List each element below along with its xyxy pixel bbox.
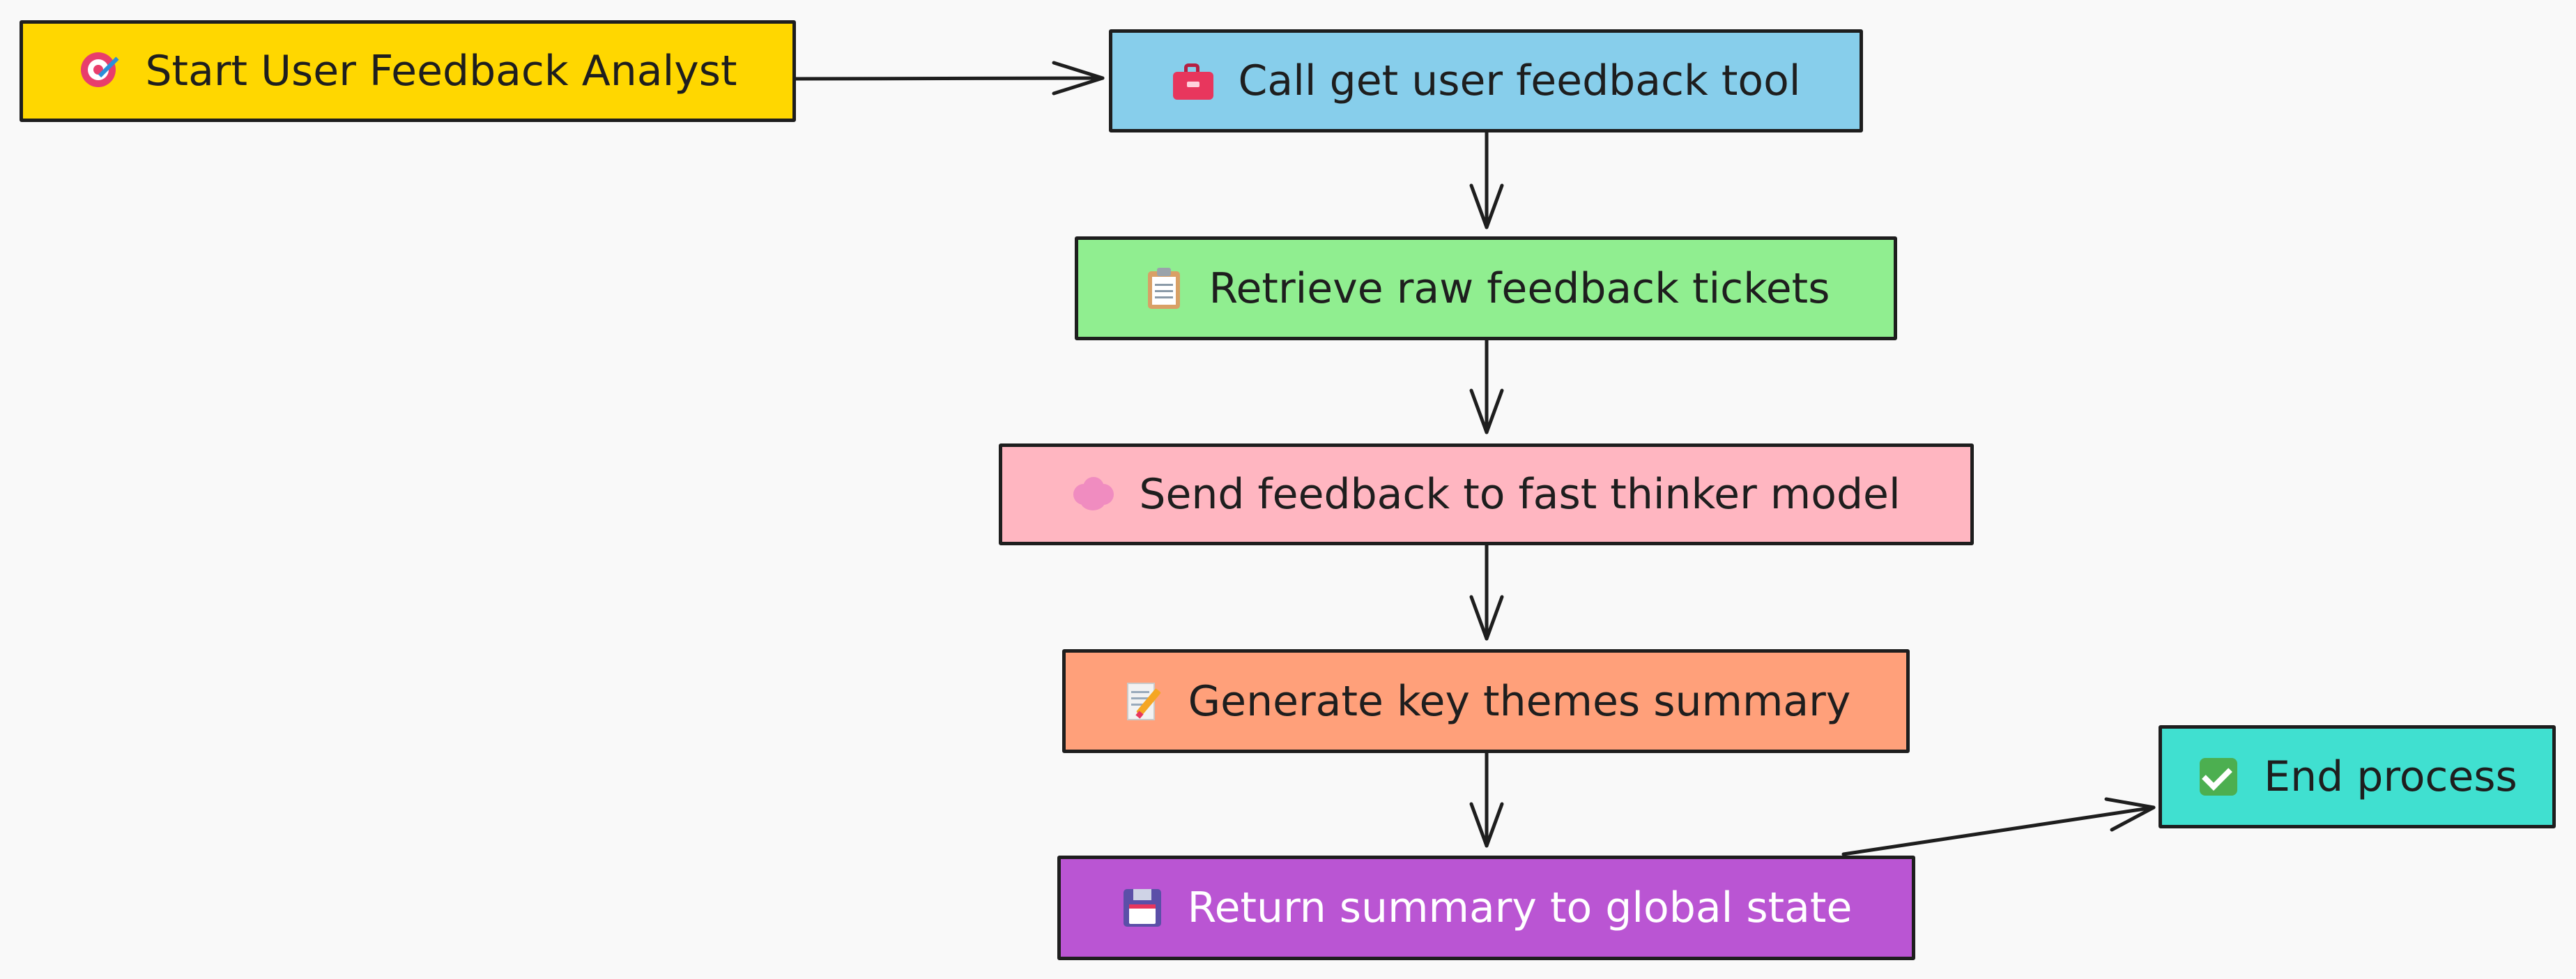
node-end[interactable]: End process [2159, 725, 2556, 828]
node-call-tool[interactable]: Call get user feedback tool [1109, 29, 1863, 132]
check-mark-icon [2197, 755, 2240, 798]
floppy-disk-icon [1121, 886, 1164, 929]
node-end-label: End process [2264, 752, 2517, 801]
edge-send-to-generate [1469, 543, 1504, 641]
edge-call-to-retrieve [1469, 130, 1504, 229]
node-retrieve-tickets-label: Retrieve raw feedback tickets [1209, 264, 1830, 313]
node-start[interactable]: Start User Feedback Analyst [20, 20, 796, 122]
node-return-summary[interactable]: Return summary to global state [1057, 856, 1915, 960]
node-retrieve-tickets[interactable]: Retrieve raw feedback tickets [1075, 236, 1897, 340]
edge-generate-to-return [1469, 751, 1504, 848]
node-send-to-model-label: Send feedback to fast thinker model [1139, 470, 1901, 519]
edge-retrieve-to-send [1469, 338, 1504, 434]
toolbox-icon [1172, 59, 1215, 103]
edge-start-to-call [794, 61, 1105, 96]
edge-return-to-end [1841, 797, 2156, 856]
node-generate-summary-label: Generate key themes summary [1188, 676, 1851, 726]
node-call-tool-label: Call get user feedback tool [1238, 56, 1801, 105]
brain-icon [1072, 473, 1115, 516]
memo-icon [1121, 680, 1165, 723]
target-icon [78, 50, 121, 93]
node-send-to-model[interactable]: Send feedback to fast thinker model [999, 443, 1974, 545]
node-start-label: Start User Feedback Analyst [145, 47, 737, 96]
node-generate-summary[interactable]: Generate key themes summary [1062, 649, 1910, 753]
clipboard-icon [1142, 267, 1186, 310]
node-return-summary-label: Return summary to global state [1187, 883, 1853, 932]
